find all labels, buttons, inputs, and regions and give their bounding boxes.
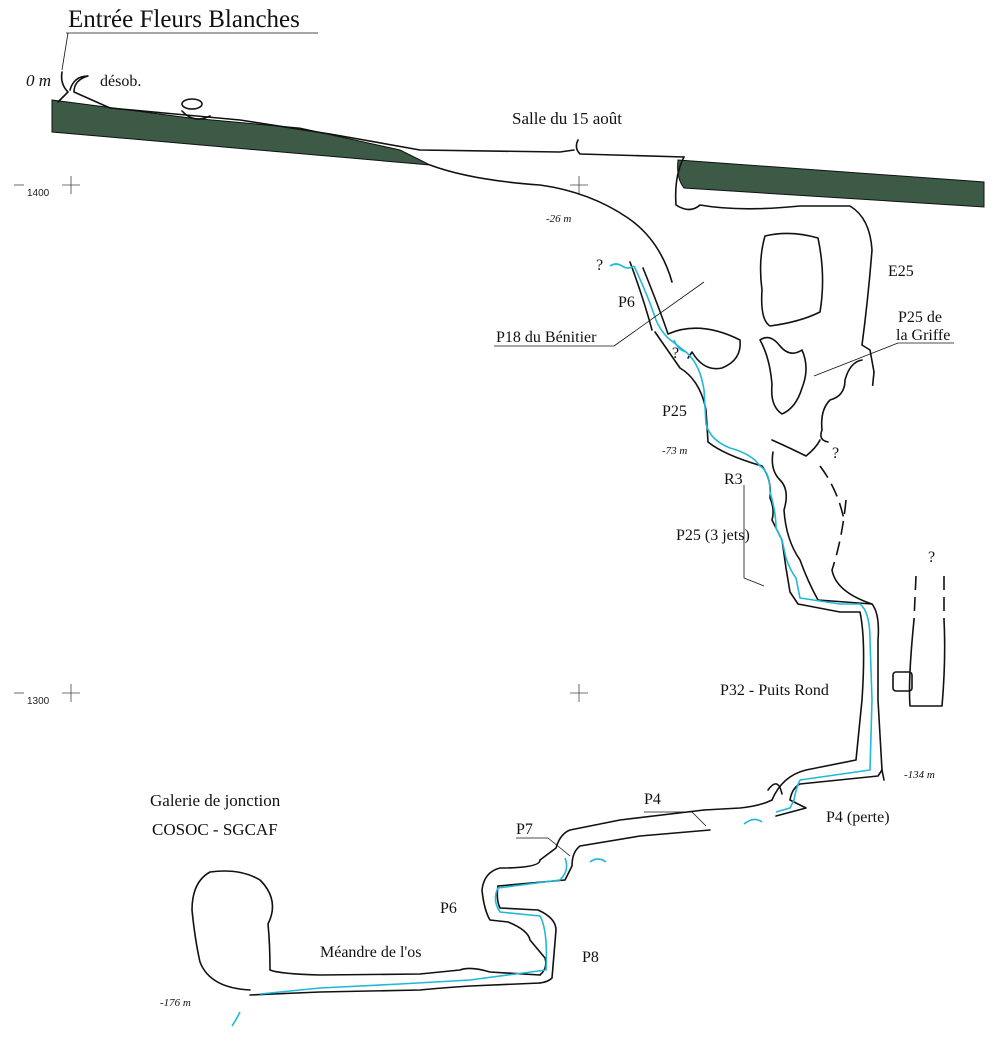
- label-p25-griffe-2: la Griffe: [896, 327, 950, 344]
- depth-73m: -73 m: [662, 445, 687, 457]
- label-p6-lower: P6: [440, 900, 457, 917]
- label-e25: E25: [888, 263, 914, 280]
- question-mark-2: ?: [672, 345, 679, 362]
- water-course: [231, 263, 873, 1027]
- depth-176m: -176 m: [160, 997, 191, 1009]
- entrance-title: Entrée Fleurs Blanches: [68, 6, 300, 33]
- grid-label-1400: 1400: [27, 188, 50, 199]
- label-p18-benitier: P18 du Bénitier: [496, 329, 597, 346]
- depth-0m: 0 m: [26, 71, 51, 90]
- label-p8: P8: [582, 949, 599, 966]
- label-r3: R3: [724, 471, 743, 488]
- depth-134m: -134 m: [904, 769, 935, 781]
- label-galerie-jonction: Galerie de jonction: [150, 791, 281, 810]
- label-p4: P4: [644, 791, 661, 808]
- label-p6-upper: P6: [618, 294, 635, 311]
- question-mark-1: ?: [596, 257, 603, 274]
- label-p25: P25: [662, 403, 687, 420]
- label-desob: désob.: [100, 73, 141, 90]
- leader-lines: [494, 281, 954, 857]
- depth-26m: -26 m: [546, 213, 571, 225]
- question-mark-3: ?: [832, 445, 839, 462]
- label-p32-puits-rond: P32 - Puits Rond: [720, 682, 829, 699]
- label-salle-15-aout: Salle du 15 août: [512, 109, 622, 128]
- labels: 0 m désob. Salle du 15 août -26 m E25 ? …: [26, 71, 950, 1009]
- label-p25-griffe-1: P25 de: [898, 309, 942, 326]
- label-p7: P7: [516, 821, 533, 838]
- question-mark-4: ?: [928, 549, 935, 566]
- label-meandre-os: Méandre de l'os: [320, 944, 422, 961]
- label-p25-3-jets: P25 (3 jets): [676, 527, 750, 544]
- cave-outline: [57, 71, 946, 996]
- grid-marks: 1400 1300: [14, 176, 588, 707]
- label-cosoc-sgcaf: COSOC - SGCAF: [152, 820, 278, 839]
- label-p4-perte: P4 (perte): [826, 809, 890, 826]
- grid-label-1300: 1300: [27, 696, 50, 707]
